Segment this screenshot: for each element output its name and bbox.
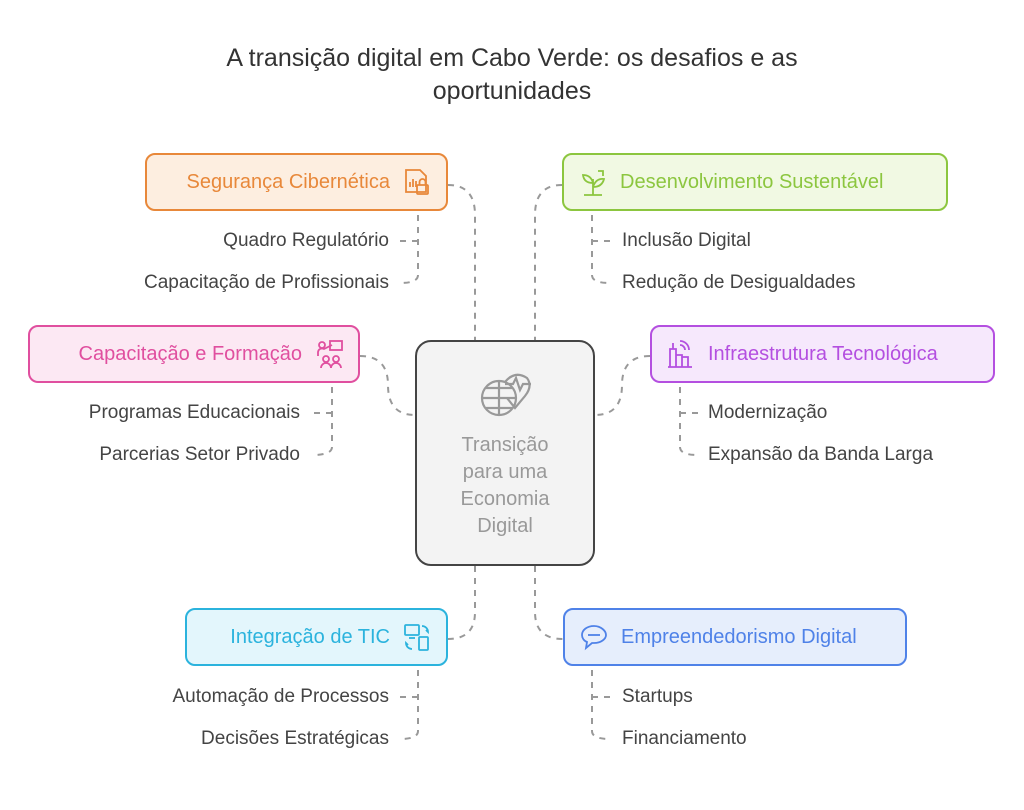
branch-label: Segurança Cibernética: [186, 170, 390, 193]
antenna-building-icon: [668, 340, 692, 368]
sub-connector: [591, 215, 611, 284]
connector: [359, 355, 416, 416]
branch-label: Capacitação e Formação: [78, 342, 302, 365]
sub-item: Financiamento: [622, 728, 747, 749]
branch-node: Infraestrutura Tecnológica: [650, 325, 995, 383]
connector: [534, 184, 563, 340]
branch-node: Integração de TIC: [185, 608, 448, 666]
sub-connector: [399, 215, 419, 284]
page-title: A transição digital em Cabo Verde: os de…: [0, 42, 1024, 108]
globe-heartbeat-icon: [480, 373, 531, 417]
branch-node: Capacitação e Formação: [28, 325, 360, 383]
connector: [534, 566, 564, 640]
plant-growth-icon: [581, 170, 606, 196]
branch-node: Empreendedorismo Digital: [563, 608, 907, 666]
branch-label: Empreendedorismo Digital: [621, 625, 857, 648]
branch-node: Segurança Cibernética: [145, 153, 448, 211]
branch-label: Infraestrutura Tecnológica: [708, 342, 938, 365]
branch-label: Integração de TIC: [230, 625, 390, 648]
chat-bubble-icon: [581, 625, 607, 651]
sub-item: Startups: [622, 686, 693, 707]
sub-connector: [311, 387, 333, 456]
sub-item: Decisões Estratégicas: [201, 728, 389, 749]
sub-item: Modernização: [708, 402, 828, 423]
connector: [594, 355, 651, 416]
sub-item: Inclusão Digital: [622, 230, 751, 251]
sub-item: Parcerias Setor Privado: [99, 444, 300, 465]
teacher-group-icon: [317, 340, 343, 369]
center-text: Economia: [460, 488, 550, 510]
branch-node: Desenvolvimento Sustentável: [562, 153, 948, 211]
sub-item: Redução de Desigualdades: [622, 272, 856, 293]
sub-item: Automação de Processos: [172, 686, 389, 707]
sub-item: Capacitação de Profissionais: [143, 272, 389, 293]
branch-label: Desenvolvimento Sustentável: [620, 170, 884, 193]
sub-connector: [679, 387, 699, 456]
center-text: para uma: [462, 461, 548, 483]
center-text: Transição: [461, 434, 549, 456]
sub-item: Programas Educacionais: [88, 402, 300, 423]
connector: [447, 184, 476, 340]
devices-sync-icon: [404, 624, 429, 651]
sub-item: Quadro Regulatório: [223, 230, 389, 251]
document-lock-icon: [405, 169, 429, 195]
sub-connector: [399, 670, 419, 740]
center-text: Digital: [477, 515, 533, 537]
title-line: oportunidades: [432, 77, 592, 105]
center-node: Transição para uma Economia Digital: [415, 340, 595, 566]
sub-item: Expansão da Banda Larga: [708, 444, 934, 465]
title-line: A transição digital em Cabo Verde: os de…: [226, 44, 798, 72]
connector: [447, 566, 476, 640]
sub-connector: [591, 670, 611, 740]
